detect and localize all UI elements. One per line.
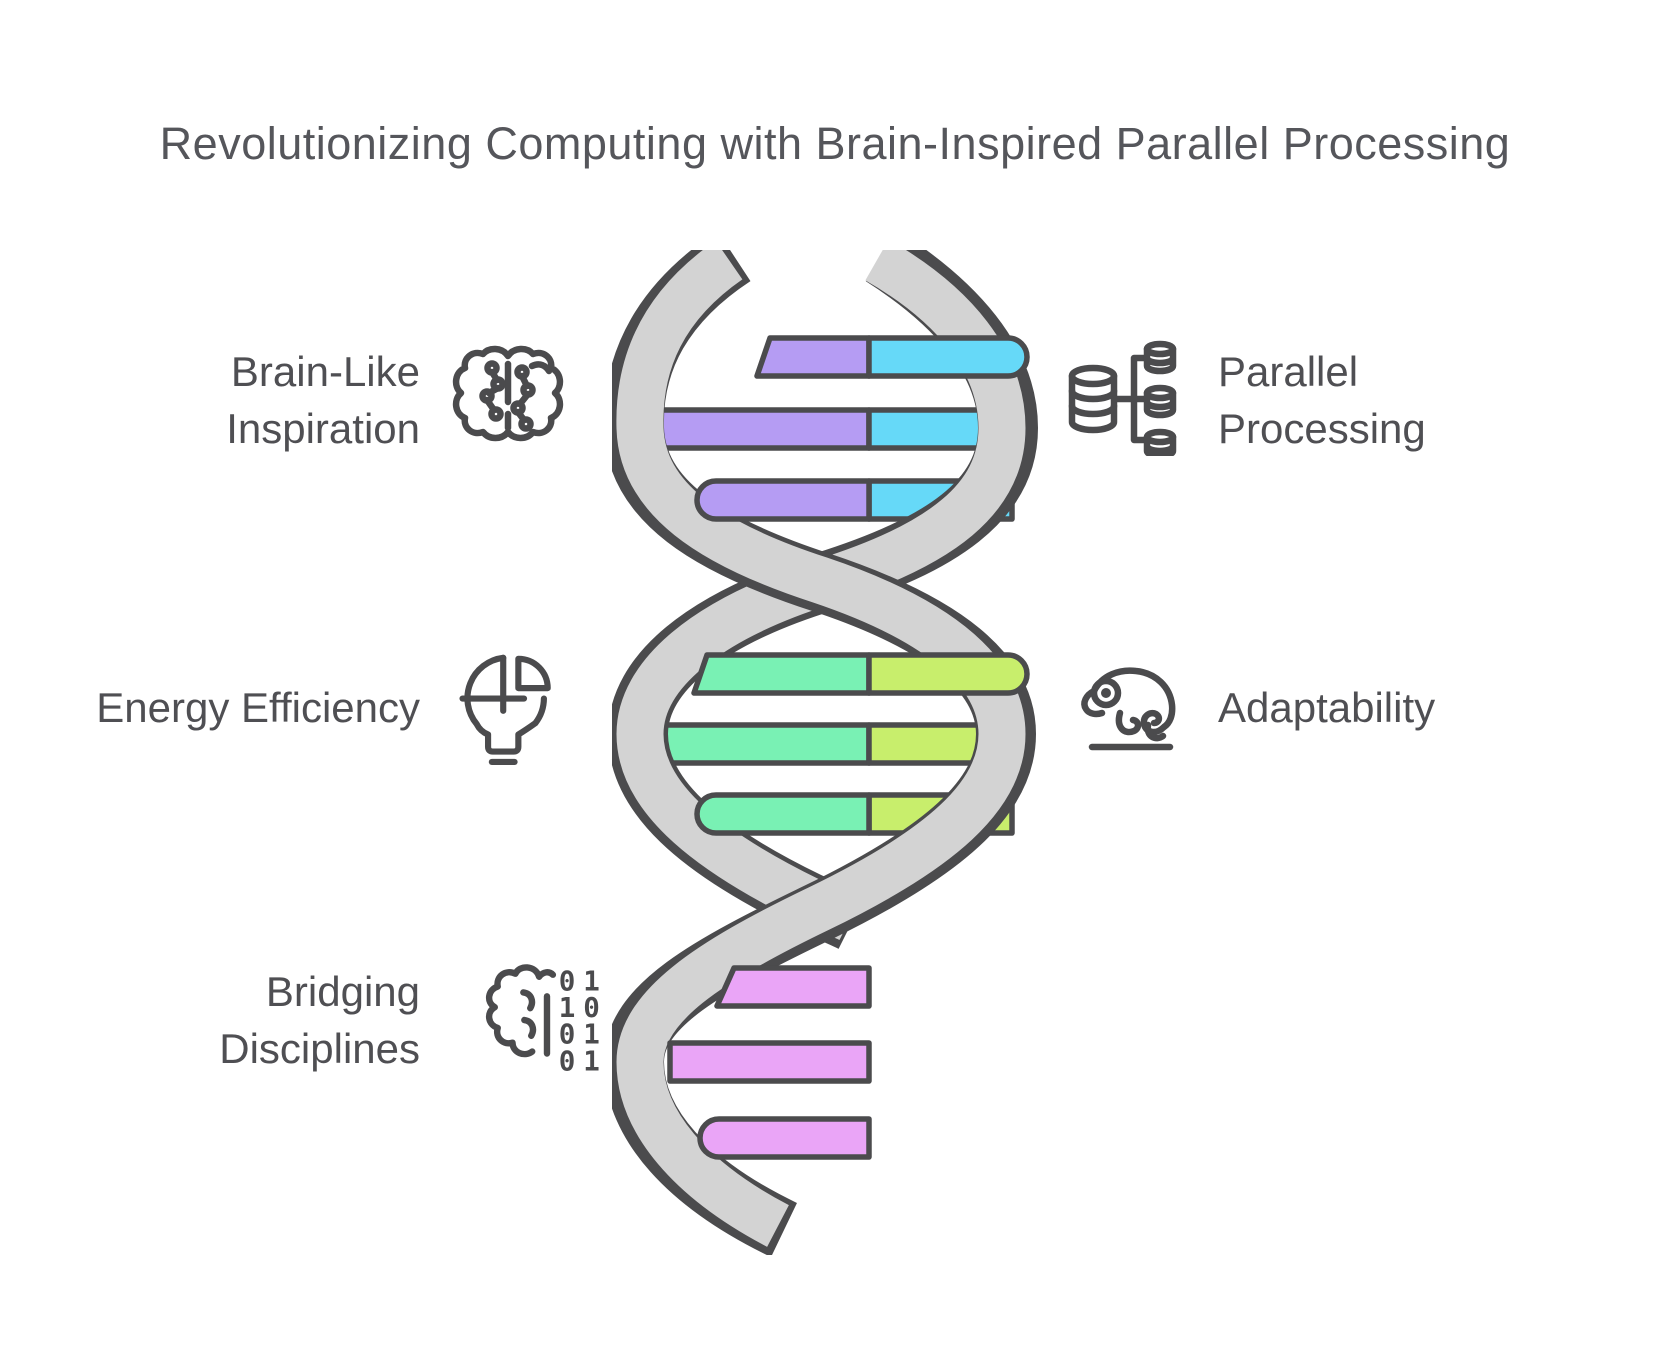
brain-circuit-icon: [452, 345, 564, 442]
feature-label: Bridging Disciplines: [0, 963, 420, 1077]
feature-label-line: Adaptability: [1218, 684, 1436, 731]
chameleon-icon: [1081, 667, 1176, 751]
binary-row: 10: [559, 991, 608, 1024]
feature-label-line: Disciplines: [219, 1025, 420, 1072]
feature-label: Parallel Processing: [1218, 343, 1638, 457]
dna-strand-right: [612, 250, 1038, 949]
binary-row: 01: [559, 1018, 608, 1051]
page-title: Revolutionizing Computing with Brain-Ins…: [159, 118, 1511, 169]
dna-rung-left-half: [694, 478, 872, 522]
dna-rung-left-half: [697, 1116, 872, 1160]
feature-label-line: Brain-Like: [230, 348, 420, 395]
dna-rung-left-half: [654, 722, 872, 766]
dna-rung-left-half: [691, 652, 872, 696]
dna-rung-left-half: [694, 792, 872, 836]
binary-row: 01: [559, 1044, 608, 1077]
feature-label-line: Bridging: [265, 968, 420, 1015]
dna-rung-left-half: [647, 407, 872, 451]
dna-rung-right-half: [866, 335, 1030, 379]
binary-row: 01: [559, 964, 608, 997]
brain-binary-icon: 01 10 01 01: [486, 964, 608, 1077]
feature-label-line: Energy Efficiency: [96, 684, 420, 731]
dna-helix-illustration: [612, 250, 1038, 1255]
dna-rung-left-half: [667, 1040, 872, 1084]
feature-label-line: Parallel: [1218, 348, 1359, 395]
feature-label: Adaptability: [1218, 679, 1638, 736]
feature-label-line: Inspiration: [226, 405, 420, 452]
dna-rung-left-half: [754, 335, 872, 379]
dna-over-rungs: [667, 335, 1030, 1160]
feature-label: Energy Efficiency: [0, 679, 420, 736]
database-distribution-icon: [1068, 340, 1177, 456]
feature-label: Brain-Like Inspiration: [0, 343, 420, 457]
dna-strand-left: [612, 250, 1036, 1255]
feature-label-line: Processing: [1218, 405, 1426, 452]
dna-rung-right-half: [866, 652, 1030, 696]
lightbulb-pie-icon: [459, 654, 551, 766]
dna-rung-left-half: [714, 965, 872, 1009]
